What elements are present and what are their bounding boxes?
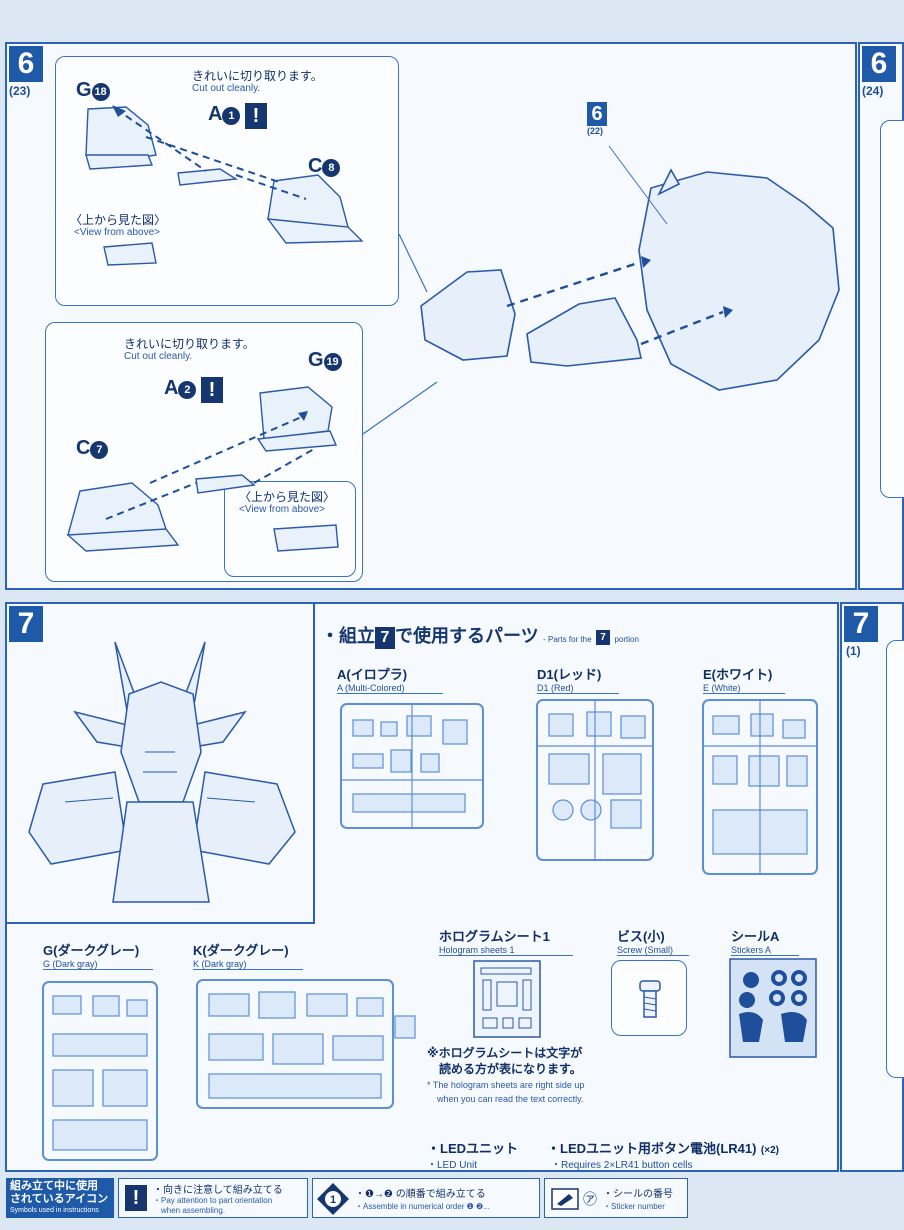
main-assembly-drawing bbox=[362, 145, 840, 435]
battery-jp: ・LEDユニット用ボタン電池(LR41) (×2) bbox=[547, 1141, 779, 1156]
step7-next-panel: 7 (1) bbox=[840, 602, 904, 1172]
next-panel-callout bbox=[880, 120, 904, 498]
screw-icon bbox=[639, 980, 661, 1018]
icon-legend: 組み立て中に使用 されているアイコン Symbols used in instr… bbox=[0, 1172, 904, 1230]
orientation-warning-icon: ! bbox=[200, 377, 223, 403]
step-number: 6 bbox=[9, 46, 43, 82]
runner-label-a: A(イロプラ) A (Multi-Colored) bbox=[337, 664, 443, 694]
hologram-note-en-1: * The hologram sheets are right side up bbox=[427, 1080, 585, 1090]
step-sub-reference: (23) bbox=[9, 84, 31, 98]
svg-text:1: 1 bbox=[330, 1194, 336, 1206]
view-from-above-en: <View from above> bbox=[74, 227, 160, 238]
next-panel-callout bbox=[886, 640, 904, 1078]
lower-parts-drawing bbox=[66, 386, 339, 552]
cut-note-en: Cut out cleanly. bbox=[192, 83, 261, 94]
orientation-warning-icon: ! bbox=[244, 103, 267, 129]
screw-label: ビス(小) Screw (Small) bbox=[617, 926, 689, 956]
sticker-sheet-drawing bbox=[729, 958, 817, 1058]
battery-en: ・Requires 2×LR41 button cells bbox=[551, 1160, 693, 1171]
runner-frames-top bbox=[340, 699, 818, 875]
head-illustration-box bbox=[5, 602, 315, 924]
cut-note-jp: きれいに切り取ります。 bbox=[192, 69, 323, 83]
legend-item-sticker: ㋐ ・シールの番号 ・Sticker number bbox=[544, 1178, 688, 1218]
step7-small-chip: 7 bbox=[596, 630, 611, 646]
screw-box bbox=[611, 960, 687, 1036]
cut-note-en: Cut out cleanly. bbox=[124, 351, 193, 362]
legend-title: 組み立て中に使用 されているアイコン Symbols used in instr… bbox=[6, 1178, 114, 1218]
runner-label-k: K(ダークグレー) K (Dark gray) bbox=[193, 940, 303, 970]
sticker-icon bbox=[551, 1188, 579, 1210]
step-number: 7 bbox=[844, 606, 878, 642]
head-illustration bbox=[28, 641, 296, 903]
hologram-sheet-drawing bbox=[473, 960, 541, 1038]
reference-step-sub: (22) bbox=[587, 126, 604, 136]
legend-item-orientation: ! ・向きに注意して組み立てる ・Pay attention to part o… bbox=[118, 1178, 308, 1218]
runner-label-e: E(ホワイト) E (White) bbox=[703, 664, 785, 694]
step-number: 7 bbox=[9, 606, 43, 642]
legend-item-order: 1 ・❶→❷ の順番で組み立てる ・Assemble in numerical … bbox=[312, 1178, 540, 1218]
hologram-label: ホログラムシート1 Hologram sheets 1 bbox=[439, 926, 573, 956]
view-from-above-jp: 〈上から見た図〉 bbox=[239, 490, 336, 504]
stickers-label: シールA Stickers A bbox=[731, 926, 799, 956]
runner-frames-bottom bbox=[42, 979, 416, 1161]
step-sub-reference: (24) bbox=[862, 84, 884, 98]
numbered-step-icon: 1 bbox=[317, 1183, 349, 1215]
hologram-note-jp-2: 読める方が表になります。 bbox=[439, 1062, 582, 1076]
view-from-above-en: <View from above> bbox=[239, 504, 325, 515]
step-sub-reference: (1) bbox=[846, 644, 861, 658]
upper-parts-drawing bbox=[85, 105, 364, 266]
step-number: 6 bbox=[862, 46, 896, 82]
reference-step-number: 6 bbox=[587, 102, 607, 126]
hologram-note-jp-1: ※ホログラムシートは文字が bbox=[427, 1046, 583, 1060]
view-from-above-jp: 〈上から見た図〉 bbox=[70, 213, 167, 227]
step7-chip: 7 bbox=[375, 626, 395, 649]
runner-label-d1: D1(レッド) D1 (Red) bbox=[537, 664, 619, 694]
led-unit-en: ・LED Unit bbox=[427, 1160, 478, 1171]
hologram-note-en-2: when you can read the text correctly. bbox=[437, 1094, 584, 1104]
cut-note-jp: きれいに切り取ります。 bbox=[124, 337, 255, 351]
led-unit-jp: ・LEDユニット bbox=[427, 1141, 519, 1156]
step6-next-panel: 6 (24) bbox=[858, 42, 904, 590]
sticker-number-glyph: ㋐ bbox=[583, 1191, 597, 1207]
orientation-warning-icon: ! bbox=[125, 1185, 147, 1211]
runner-label-g: G(ダークグレー) G (Dark gray) bbox=[43, 940, 153, 970]
